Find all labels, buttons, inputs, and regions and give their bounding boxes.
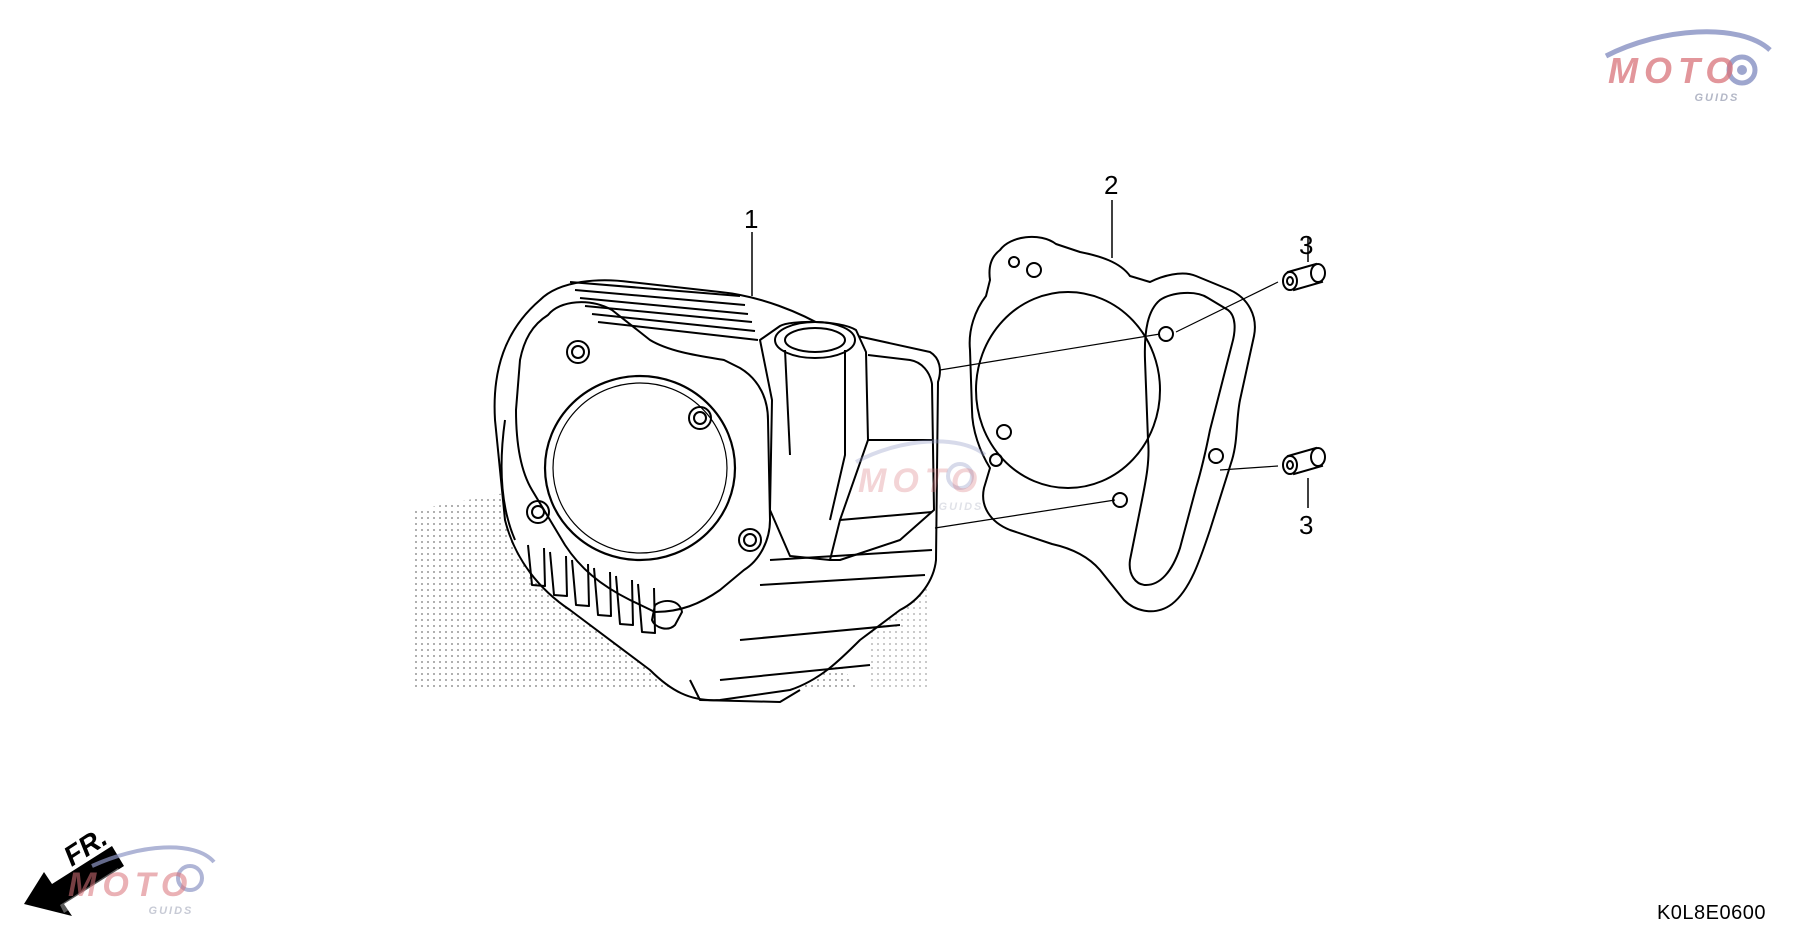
alignment-lines <box>934 281 1279 529</box>
callout-part-3-lower: 3 <box>1299 510 1314 540</box>
watermark-center-logo <box>855 439 987 490</box>
diagram-part-code: K0L8E0600 <box>1656 902 1766 924</box>
callout-part-1: 1 <box>744 204 759 234</box>
watermark-top-right-logo <box>1604 29 1772 86</box>
watermark-bottom-left-logo <box>91 845 216 892</box>
part-dowel-upper <box>1282 262 1326 292</box>
part-cylinder <box>493 279 941 703</box>
part-gasket <box>968 235 1256 613</box>
watermark-center: MOTO GUIDS <box>858 462 984 513</box>
callout-part-3-upper: 3 <box>1299 230 1314 260</box>
watermark-top-right: MOTO GUIDS <box>1608 50 1740 104</box>
callout-part-2: 2 <box>1104 170 1119 200</box>
callout-leaders <box>751 200 1309 508</box>
part-dowel-lower <box>1282 446 1326 476</box>
watermark-bottom-left: MOTO GUIDS <box>68 866 194 917</box>
